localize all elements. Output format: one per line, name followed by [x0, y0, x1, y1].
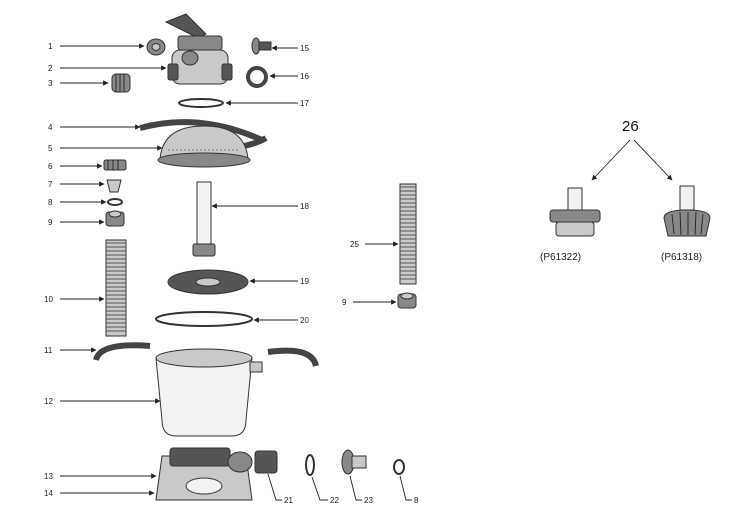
part-15-bolt [251, 37, 272, 55]
label-part-8-right: 8 [414, 496, 419, 505]
part-22-gasket [305, 454, 315, 476]
arrow-26-right [633, 139, 673, 181]
leader-lines [60, 43, 412, 501]
part-23-connector [341, 449, 367, 475]
arrow-26-left [591, 139, 631, 181]
part-1-cap [146, 38, 166, 56]
label-part-11: 11 [44, 346, 53, 355]
variant-p61318 [663, 185, 711, 237]
part-10-hose [105, 239, 127, 337]
part-7-nozzle [106, 179, 122, 193]
part-9-fitting-right [397, 292, 417, 309]
label-part-23: 23 [364, 496, 373, 505]
label-part-13: 13 [44, 472, 53, 481]
label-part-25: 25 [350, 240, 359, 249]
part-6-strainer [103, 159, 127, 171]
part-19-lateral-disk [167, 269, 249, 295]
part-3-threaded-cap [111, 73, 131, 93]
label-part-12: 12 [44, 397, 53, 406]
part-13-base [155, 447, 253, 501]
label-part-21: 21 [284, 496, 293, 505]
label-part-7: 7 [48, 180, 53, 189]
part-5-dome [157, 125, 251, 168]
label-part-2: 2 [48, 64, 53, 73]
label-part-10: 10 [44, 295, 53, 304]
label-part-20: 20 [300, 316, 309, 325]
part-8-o-ring [107, 198, 123, 206]
part-11-clamp [93, 342, 319, 367]
label-part-19: 19 [300, 277, 309, 286]
part-2-valve [164, 13, 233, 85]
label-part-8: 8 [48, 198, 53, 207]
label-part-5: 5 [48, 144, 53, 153]
part-8-o-ring-right [393, 459, 405, 475]
part-9-fitting [105, 210, 125, 227]
label-part-22: 22 [330, 496, 339, 505]
label-part-26: 26 [622, 118, 639, 135]
label-part-14: 14 [44, 489, 53, 498]
part-18-pipe [192, 181, 216, 257]
label-part-6: 6 [48, 162, 53, 171]
label-part-9-right: 9 [342, 298, 347, 307]
label-variant-p61318: (P61318) [661, 252, 702, 263]
label-part-3: 3 [48, 79, 53, 88]
label-part-15: 15 [300, 44, 309, 53]
label-variant-p61322: (P61322) [540, 252, 581, 263]
part-17-o-ring [178, 98, 224, 108]
label-part-9: 9 [48, 218, 53, 227]
label-part-18: 18 [300, 202, 309, 211]
label-part-16: 16 [300, 72, 309, 81]
part-16-ring [246, 66, 268, 88]
part-12-tank [155, 348, 263, 437]
part-20-gasket [155, 311, 253, 327]
label-part-4: 4 [48, 123, 53, 132]
label-part-17: 17 [300, 99, 309, 108]
label-part-1: 1 [48, 42, 53, 51]
variant-p61322 [549, 187, 601, 237]
part-21-strainer [254, 450, 278, 474]
